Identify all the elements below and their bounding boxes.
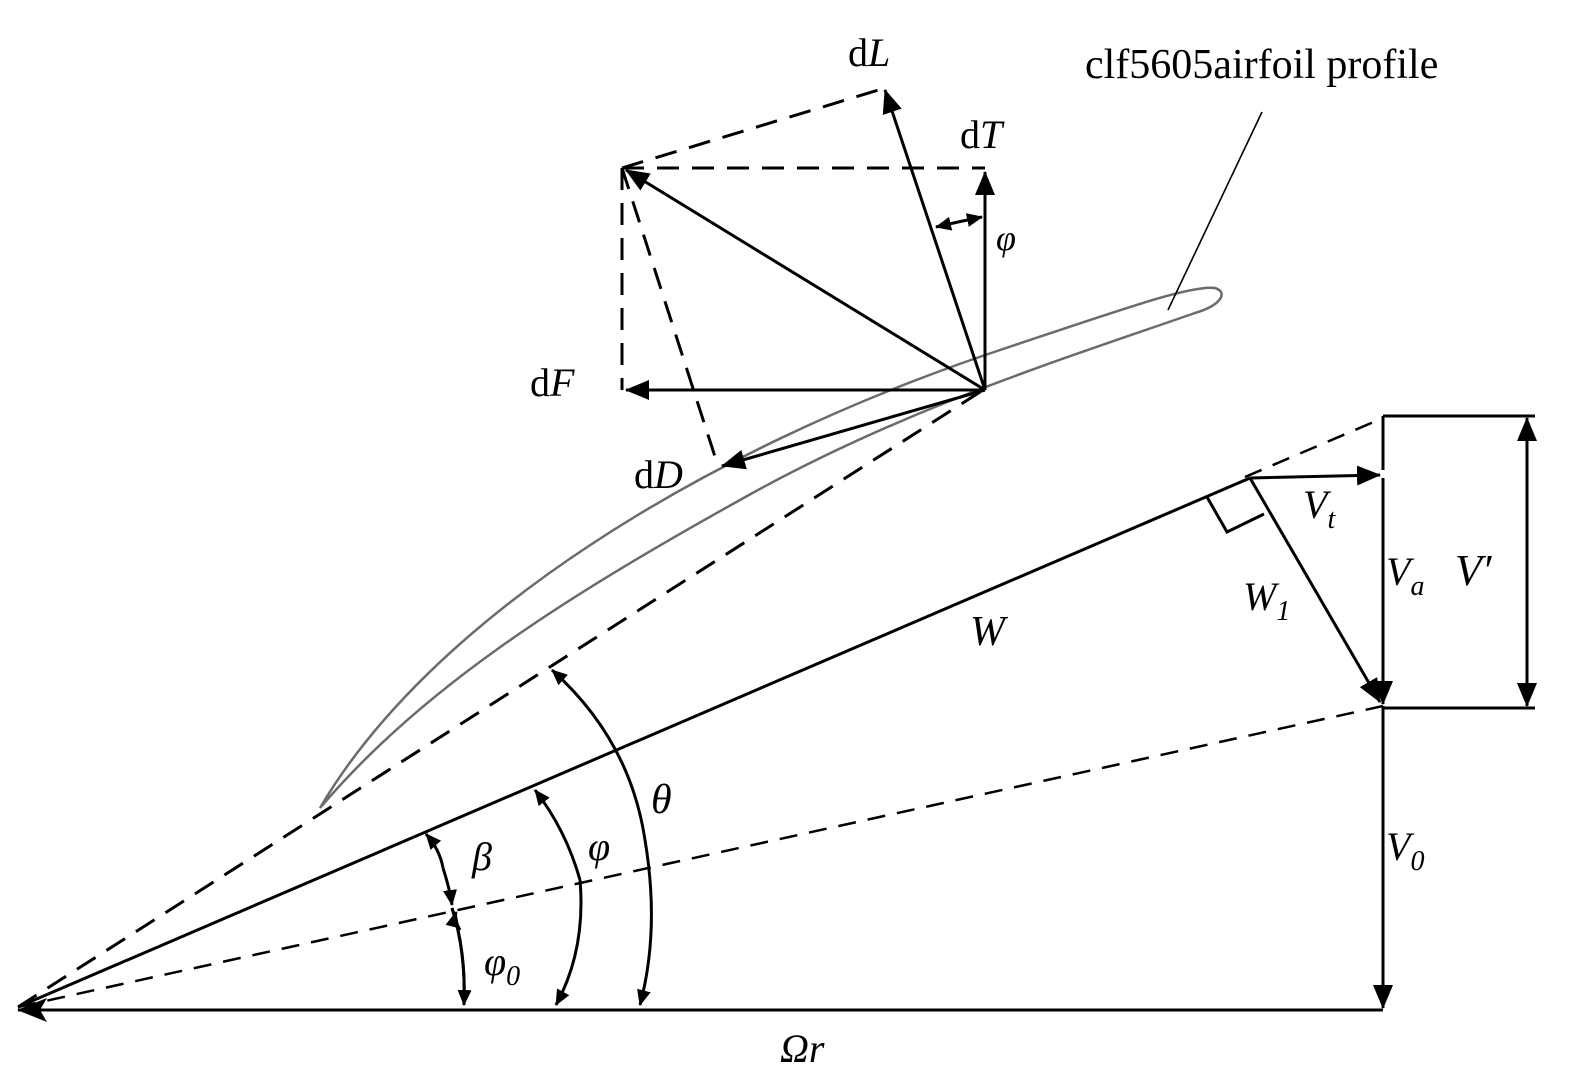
phi0-arc-up <box>445 911 462 931</box>
phi0-dashed-line <box>17 704 1384 1009</box>
dl-label: dL <box>848 30 890 75</box>
chord-line-extension <box>1244 416 1384 479</box>
theta-label: θ <box>651 777 672 823</box>
omega-r-label: Ωr <box>780 1026 825 1071</box>
beta-arc-up <box>424 833 445 869</box>
beta-arc-down <box>441 867 457 906</box>
resultant-force-vector <box>625 168 986 392</box>
w-vector-line <box>17 476 1251 1009</box>
phi-arc-down <box>554 879 583 1006</box>
w1-vector <box>1248 477 1382 703</box>
phi-top-arrow-right <box>957 213 983 227</box>
right-angle-marker <box>1205 496 1265 534</box>
vt-label: Vt <box>1303 482 1336 535</box>
w1-label: W1 <box>1243 574 1290 627</box>
dd-dashed-projection <box>620 167 720 467</box>
phi-top-arrow-left <box>935 216 959 231</box>
va-label: Va <box>1386 549 1424 602</box>
dl-dashed-projection <box>621 86 886 170</box>
dt-label: dT <box>960 112 1005 157</box>
vprime-label: V′ <box>1455 546 1493 595</box>
phi-arc-up <box>533 789 582 881</box>
w-label: W <box>970 609 1009 655</box>
theta-arc-down <box>637 839 653 1006</box>
df-label: dF <box>530 360 575 405</box>
dd-label: dD <box>634 452 683 497</box>
v0-label: V0 <box>1386 824 1424 877</box>
vt-vector <box>1249 465 1381 486</box>
airfoil-leader-line <box>1167 111 1263 311</box>
theta-arc-up <box>550 668 647 841</box>
phi-label: φ <box>588 824 610 869</box>
airfoil-profile <box>318 286 1223 809</box>
chord-line-lower <box>17 390 981 1009</box>
dl-vector <box>882 89 987 391</box>
airfoil-title: clf5605airfoil profile <box>1085 42 1438 88</box>
dd-vector <box>721 388 986 470</box>
beta-label: β <box>471 834 492 879</box>
phi0-label: φ0 <box>484 939 520 992</box>
phi-top-label: φ <box>996 218 1016 258</box>
